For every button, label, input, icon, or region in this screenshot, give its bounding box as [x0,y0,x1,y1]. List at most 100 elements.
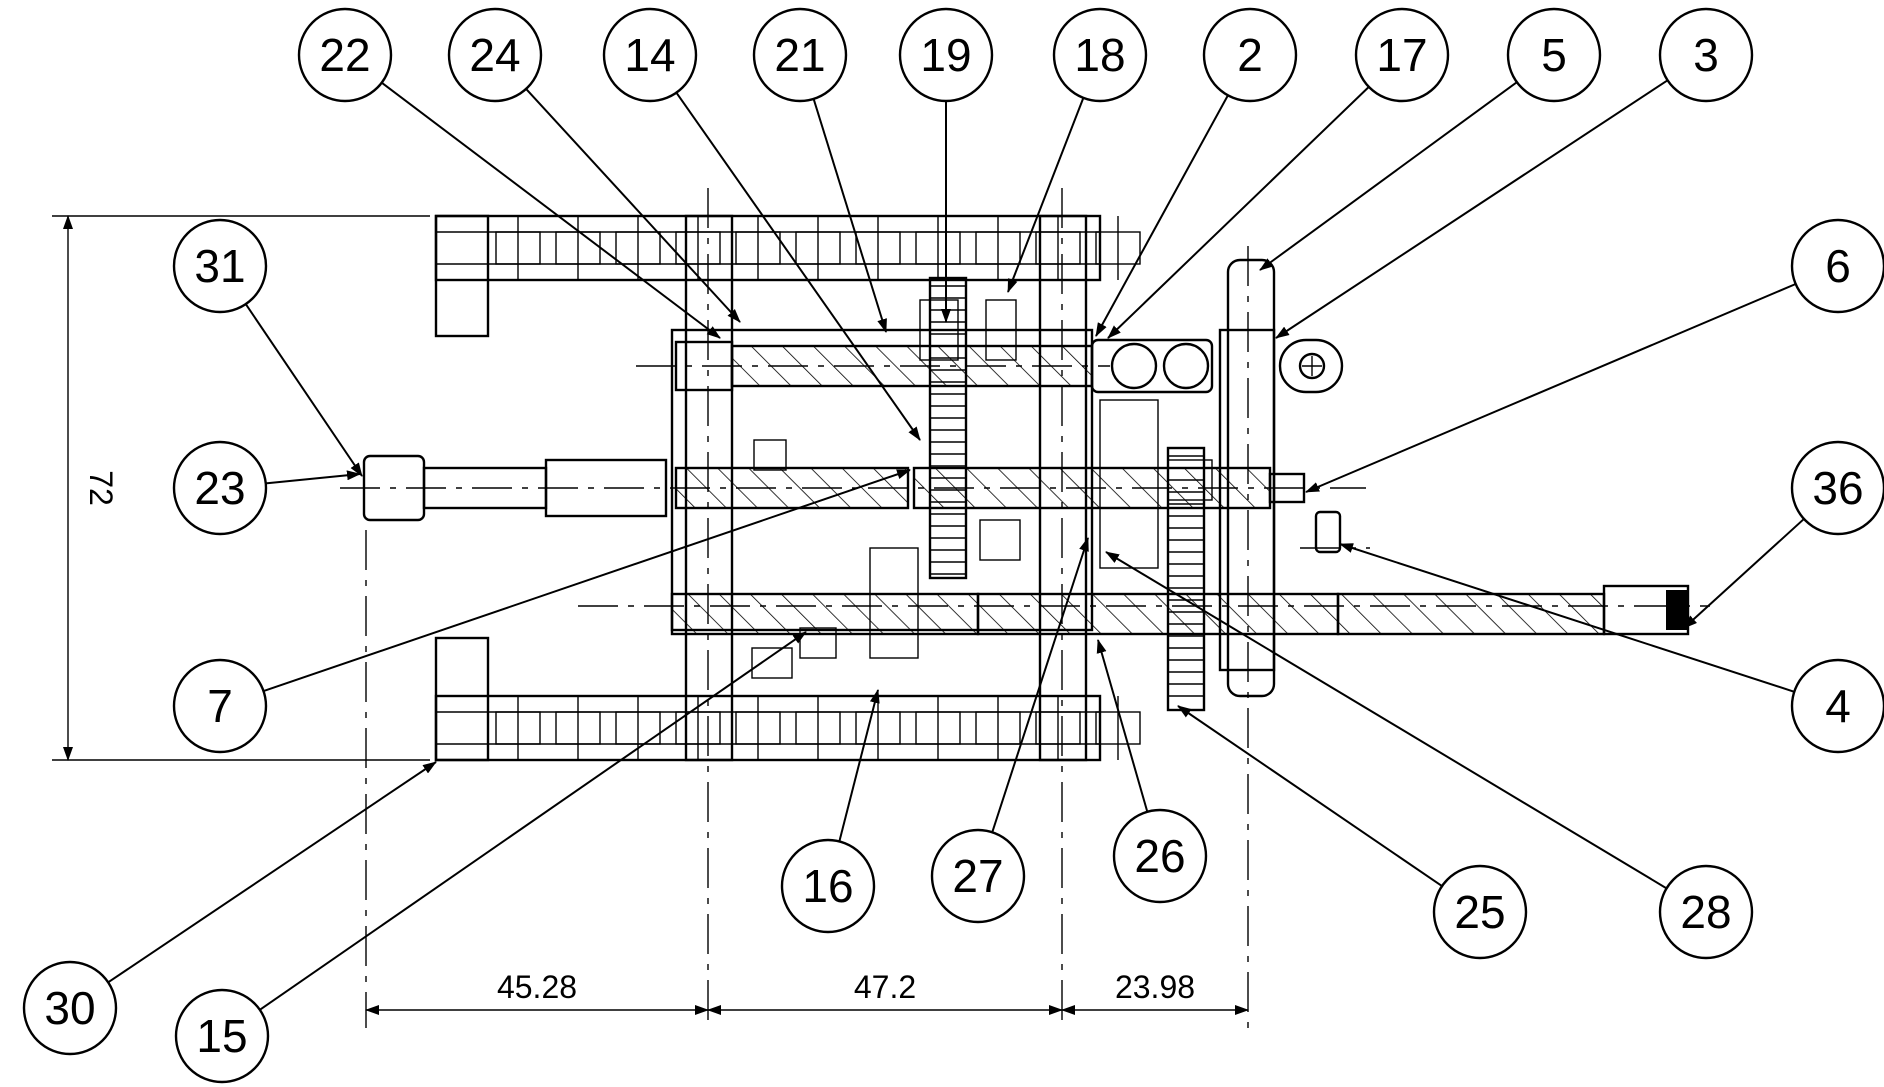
balloon-circle [1202,7,1298,103]
leader-line [107,761,437,984]
gears [928,276,1206,712]
lower-frame-rail [434,636,1141,762]
balloon-label: 16 [802,860,853,912]
leader-line [525,88,741,323]
upper-frame-rail [434,214,1141,338]
balloon-14: 14 [602,7,921,441]
balloon-circle [602,7,698,103]
balloon-label: 23 [194,462,245,514]
middle-shaft [340,454,1366,522]
leader-line [244,303,363,477]
lower-shaft [578,258,1710,698]
balloon-circle [1790,658,1884,754]
balloon-label: 27 [952,850,1003,902]
balloon-label: 4 [1825,680,1851,732]
leader-line [1305,283,1797,493]
balloon-circle [297,7,393,103]
balloon-label: 22 [319,29,370,81]
leader-line [1107,86,1370,339]
balloon-7: 7 [172,469,911,754]
leader-line [265,470,361,485]
balloon-label: 14 [624,29,675,81]
balloon-25: 25 [1177,705,1528,960]
balloon-circle [447,7,543,103]
balloon-label: 36 [1812,462,1863,514]
balloon-label: 7 [207,680,233,732]
dimensions: 45.28 47.2 23.98 72 [52,215,1249,1015]
balloon-label: 18 [1074,29,1125,81]
leader-line [838,689,880,842]
balloon-30: 30 [22,761,437,1056]
leader-line [812,98,887,333]
balloon-circle [1052,7,1148,103]
balloon-21: 21 [752,7,887,333]
balloon-27: 27 [930,537,1089,924]
balloon-18: 18 [1007,7,1148,293]
leader-line [1275,79,1669,339]
balloon-circle [1658,7,1754,103]
balloon-label: 5 [1541,29,1567,81]
balloon-circle [752,7,848,103]
dim-23-98: 23.98 [1115,969,1195,1005]
balloon-circle [172,440,268,536]
leader-line [1096,639,1149,813]
balloon-22: 22 [297,7,721,339]
balloon-circle [22,960,118,1056]
balloon-15: 15 [174,631,807,1084]
balloon-circle [1790,218,1884,314]
balloon-label: 3 [1693,29,1719,81]
balloon-16: 16 [780,689,880,934]
balloon-label: 24 [469,29,520,81]
balloon-circle [780,838,876,934]
balloon-28: 28 [1105,551,1754,960]
balloon-circle [172,218,268,314]
balloon-label: 21 [774,29,825,81]
balloon-circle [930,828,1026,924]
balloon-31: 31 [172,218,363,477]
dim-72: 72 [83,470,119,506]
balloon-label: 19 [920,29,971,81]
balloon-circle [1790,440,1884,536]
balloon-26: 26 [1096,639,1208,904]
balloon-label: 25 [1454,886,1505,938]
balloon-23: 23 [172,440,361,536]
balloon-label: 31 [194,240,245,292]
balloon-4: 4 [1339,543,1884,754]
balloon-circle [1432,864,1528,960]
balloon-circle [174,988,270,1084]
balloon-circle [1658,864,1754,960]
balloon-5: 5 [1259,7,1602,271]
leader-line [1177,705,1443,887]
leader-line [991,537,1089,833]
balloon-label: 6 [1825,240,1851,292]
balloon-circle [1354,7,1450,103]
balloon-36: 36 [1683,440,1884,629]
leader-line [1105,551,1668,890]
balloon-label: 15 [196,1010,247,1062]
balloon-19: 19 [898,7,994,323]
leader-line [263,469,911,693]
assembly-section [340,188,1710,1028]
top-shaft [636,338,1344,394]
dim-47-2: 47.2 [854,969,916,1005]
leader-line [1339,543,1795,693]
leader-line [259,631,807,1011]
leader-line [1683,518,1805,629]
balloon-label: 30 [44,982,95,1034]
balloon-17: 17 [1107,7,1450,339]
dim-45-28: 45.28 [497,969,577,1005]
leader-line [675,92,921,441]
balloon-label: 26 [1134,830,1185,882]
balloon-circle [172,658,268,754]
balloon-24: 24 [447,7,741,323]
balloon-3: 3 [1275,7,1754,339]
balloon-circle [1112,808,1208,904]
leader-line [381,81,721,339]
balloon-label: 28 [1680,886,1731,938]
leader-line [1259,81,1518,271]
balloon-6: 6 [1305,218,1884,493]
balloon-circle [1506,7,1602,103]
balloon-circle [898,7,994,103]
